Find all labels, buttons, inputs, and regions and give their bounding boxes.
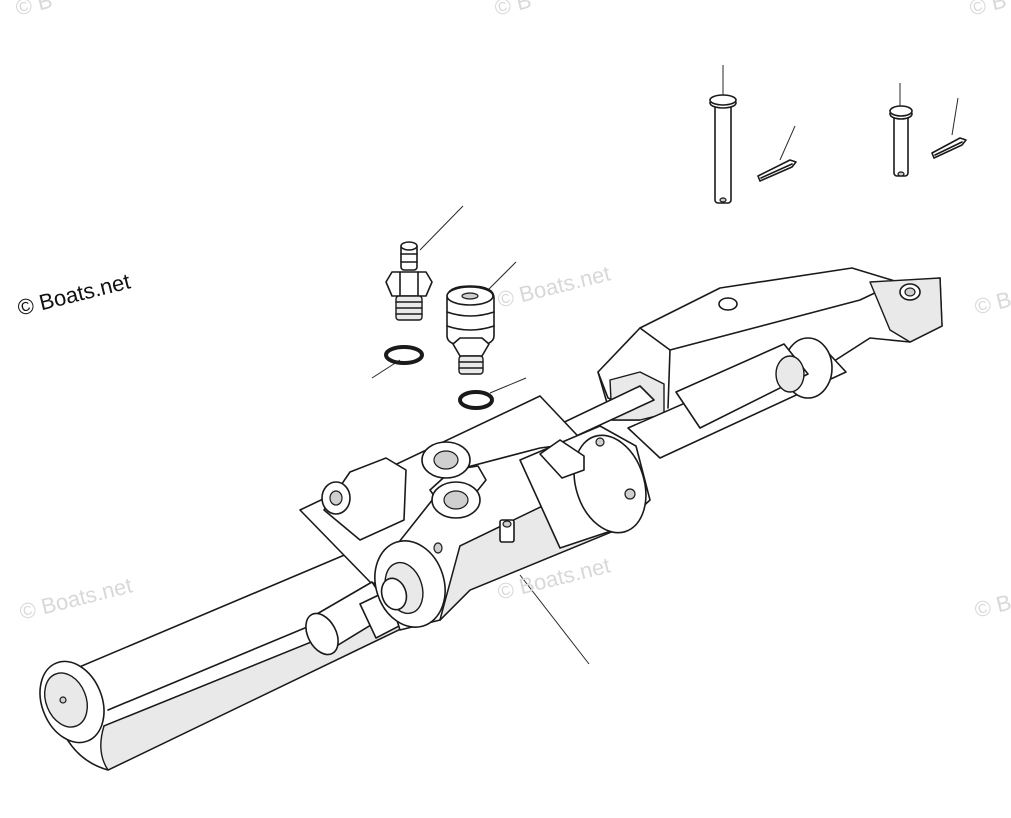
o-ring: [458, 390, 494, 410]
valve-plug: [446, 285, 495, 375]
leader-line: [487, 261, 517, 291]
leader-line: [519, 574, 590, 665]
cotter-pin: [757, 159, 797, 182]
leader-line: [419, 205, 464, 251]
leader-line: [779, 125, 796, 161]
clevis-pin-small: [889, 105, 913, 177]
leader-line: [951, 97, 959, 136]
leader-line: [489, 377, 527, 394]
clevis-pin-large: [709, 94, 737, 204]
o-ring: [384, 345, 424, 365]
cotter-pin: [931, 137, 967, 159]
power-trim-cylinder: [39, 267, 943, 771]
leader-lines: [371, 65, 959, 665]
hose-barb-fitting: [385, 241, 433, 321]
